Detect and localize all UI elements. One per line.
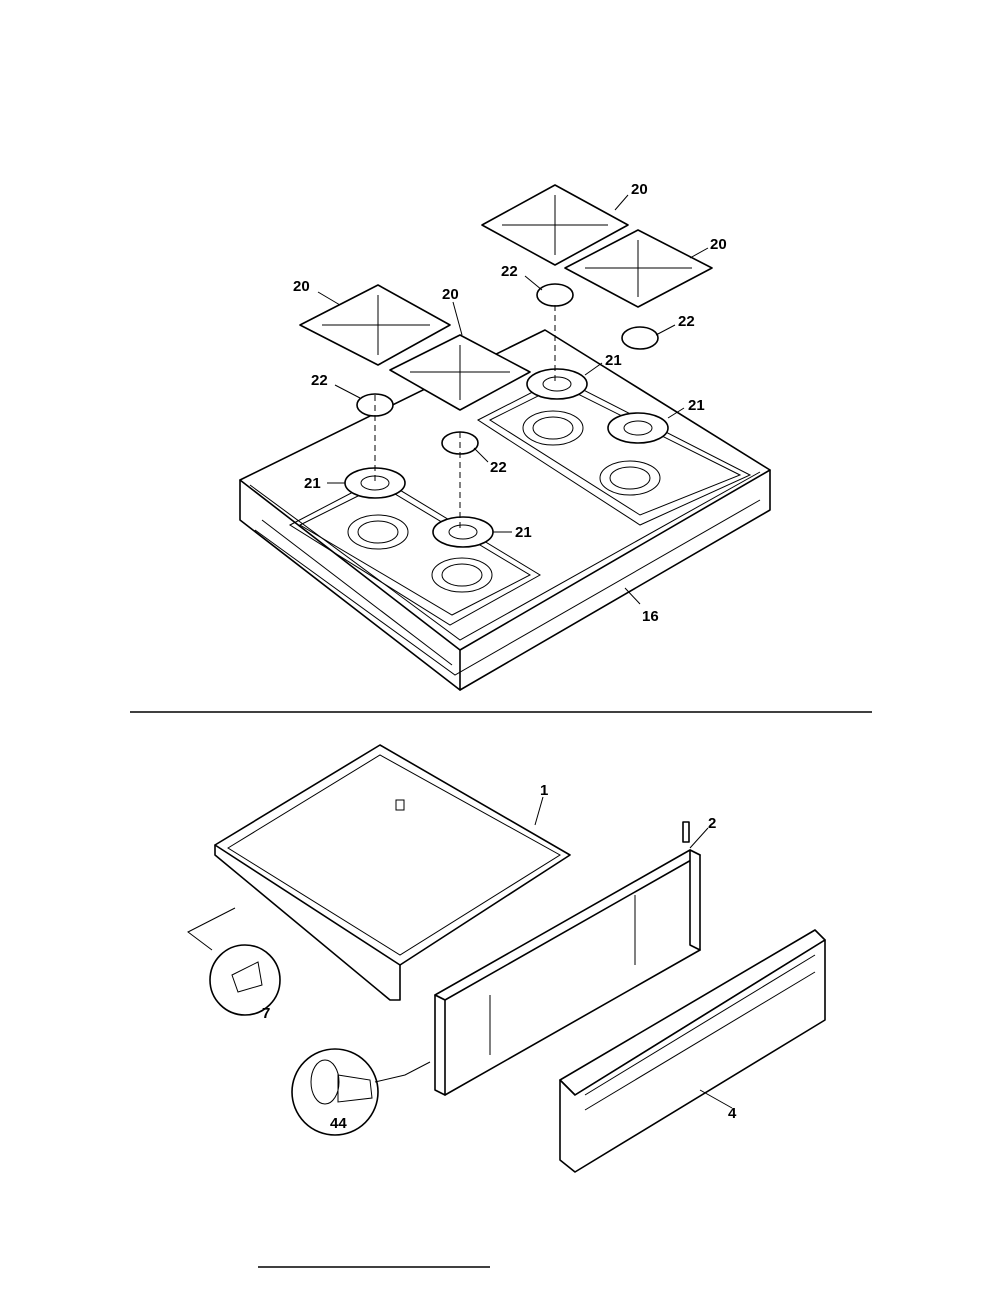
detail-clip — [209, 944, 281, 1016]
callout-head-d: 21 — [688, 397, 705, 414]
grates — [299, 184, 713, 411]
callout-head-b: 21 — [515, 524, 532, 541]
drawer-body — [214, 744, 571, 966]
callout-roller: 44 — [330, 1115, 347, 1132]
callout-cap-a: 22 — [311, 372, 328, 389]
callout-clip: 7 — [262, 1005, 270, 1022]
callout-grate-b: 20 — [442, 286, 459, 303]
callout-grate-d: 20 — [710, 236, 727, 253]
callout-cap-b: 22 — [501, 263, 518, 280]
cooktop-assembly: 20 20 20 20 22 22 22 22 21 21 21 21 16 — [239, 181, 771, 691]
callout-cap-c: 22 — [678, 313, 695, 330]
callout-grate-a: 20 — [293, 278, 310, 295]
callout-drawer-back: 2 — [708, 815, 716, 832]
callout-drawer-front: 4 — [728, 1105, 737, 1122]
burner-bowls — [347, 410, 661, 593]
leader-lines-top — [317, 194, 709, 605]
callout-head-c: 21 — [605, 352, 622, 369]
callout-drawer-body: 1 — [540, 782, 548, 799]
screw — [682, 821, 690, 843]
burner-heads — [344, 368, 669, 548]
callout-cooktop: 16 — [642, 608, 659, 625]
callout-cap-d: 22 — [490, 459, 507, 476]
drawer-assembly: 1 2 4 7 44 — [187, 744, 826, 1173]
callout-grate-c: 20 — [631, 181, 648, 198]
burner-plate-left — [288, 477, 541, 626]
callout-head-a: 21 — [304, 475, 321, 492]
